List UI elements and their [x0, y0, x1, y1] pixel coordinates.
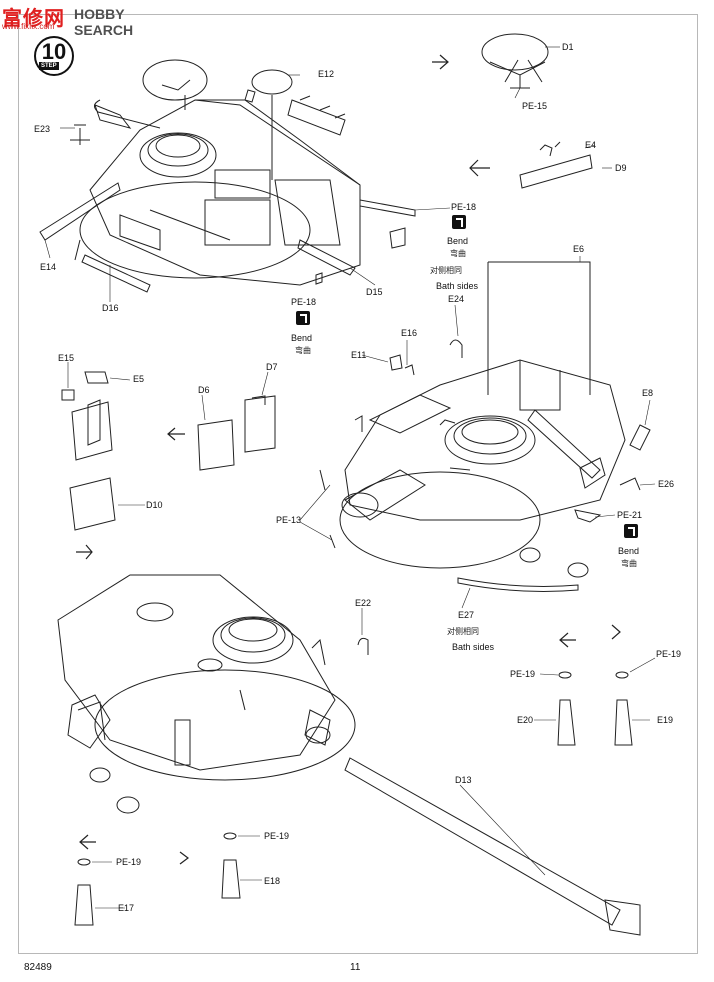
bend-label-cn: 弯曲 — [295, 346, 311, 355]
label-d7: D7 — [266, 362, 278, 372]
hatch-top-right — [432, 34, 592, 188]
label-e20: E20 — [517, 715, 534, 725]
watermark-logo: 富修网 — [2, 6, 65, 30]
bend-label-en: Bend — [291, 333, 313, 343]
label-e23: E23 — [34, 124, 51, 134]
label-e17: E17 — [118, 903, 135, 913]
label-e24: E24 — [448, 294, 465, 304]
label-e12: E12 — [318, 69, 335, 79]
label-e6: E6 — [573, 244, 585, 254]
turret-mid-right — [168, 262, 650, 591]
step-word: STEP — [39, 62, 59, 70]
label-e26: E26 — [658, 479, 675, 489]
parts-left — [62, 372, 275, 559]
bath-sides-cn: 对侧相同 — [430, 266, 462, 275]
bend-label-cn: 弯曲 — [450, 249, 466, 258]
label-e16: E16 — [401, 328, 418, 338]
bath-sides-en: Bath sides — [452, 642, 495, 652]
bend-label-cn: 弯曲 — [621, 559, 637, 568]
label-pe19-a: PE-19 — [510, 669, 536, 679]
label-d10: D10 — [146, 500, 163, 510]
bath-sides-cn: 对侧相同 — [447, 627, 479, 636]
page-border — [18, 14, 698, 954]
label-pe19-b: PE-19 — [656, 649, 682, 659]
label-pe19-d: PE-19 — [116, 857, 142, 867]
label-e22: E22 — [355, 598, 372, 608]
turret-bottom-left — [58, 575, 640, 935]
label-e11: E11 — [351, 350, 367, 360]
label-pe18: PE-18 — [291, 297, 317, 307]
label-d6: D6 — [198, 385, 210, 395]
periscopes — [75, 672, 632, 925]
label-e19: E19 — [657, 715, 674, 725]
label-e5: E5 — [133, 374, 145, 384]
label-e18: E18 — [264, 876, 281, 886]
watermark-search: HOBBY SEARCH — [74, 6, 134, 38]
leader-lines — [45, 47, 655, 908]
label-pe21: PE-21 — [617, 510, 643, 520]
bend-icon — [452, 215, 466, 229]
bend-icon — [296, 311, 310, 325]
turret-top-left — [40, 60, 415, 292]
label-d15: D15 — [366, 287, 383, 297]
bend-icon — [624, 524, 638, 538]
page-number: 11 — [350, 962, 361, 973]
bath-sides-en: Bath sides — [436, 281, 479, 291]
label-pe13: PE-13 — [276, 515, 302, 525]
kit-number: 82489 — [24, 962, 52, 973]
label-e14: E14 — [40, 262, 57, 272]
label-e27: E27 — [458, 610, 475, 620]
step-number: 10 — [41, 39, 67, 64]
watermark-domain: www.fixfix.com — [2, 22, 55, 31]
label-d1: D1 — [562, 42, 574, 52]
label-pe18-top: PE-18 — [451, 202, 477, 212]
label-pe15: PE-15 — [522, 101, 548, 111]
step-badge: 10 STEP — [34, 36, 74, 76]
bend-label-en: Bend — [447, 236, 469, 246]
label-d16: D16 — [102, 303, 119, 313]
label-e15: E15 — [58, 353, 75, 363]
watermark: 富修网 www.fixfix.com HOBBY SEARCH — [0, 0, 160, 38]
label-e4: E4 — [585, 140, 597, 150]
label-d9: D9 — [615, 163, 627, 173]
bend-label-en: Bend — [618, 546, 640, 556]
label-e8: E8 — [642, 388, 654, 398]
label-pe19-c: PE-19 — [264, 831, 290, 841]
label-d13: D13 — [455, 775, 472, 785]
